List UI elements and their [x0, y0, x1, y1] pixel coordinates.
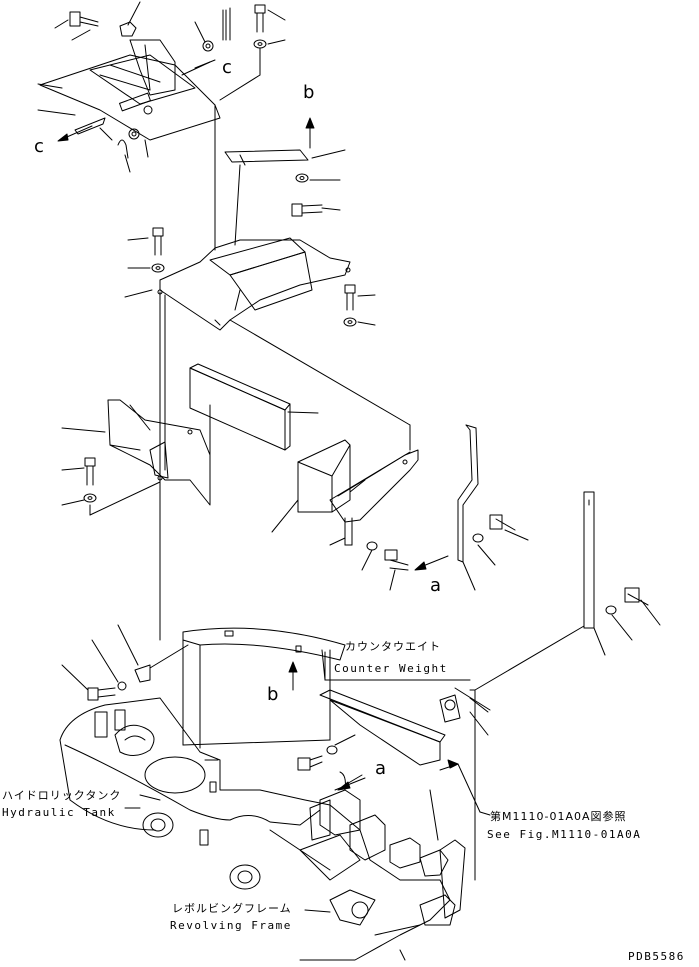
top-bolts [70, 5, 266, 158]
rod-upper [415, 425, 528, 590]
see-fig-label-jp: 第M1110-01A0A図参照 [490, 810, 627, 823]
angle-bracket [330, 450, 418, 590]
view-label-c-left: c [34, 136, 44, 157]
view-label-b-bottom: b [267, 684, 279, 705]
counterweight-body [183, 628, 345, 748]
rod-lower [475, 492, 660, 690]
label-leaders [125, 652, 490, 912]
view-label-b-top: b [303, 82, 315, 103]
revolving-frame-label-jp: レボルビングフレーム [172, 902, 292, 915]
see-fig-label-en: See Fig.M1110-01A0A [487, 828, 642, 841]
view-label-c-right: c [222, 57, 232, 78]
pad-large [190, 364, 318, 450]
hydraulic-tank-label-en: Hydraulic Tank [2, 806, 116, 819]
drawing-code: PDB5586 [628, 950, 685, 963]
hydraulic-tank-label-jp: ハイドロリックタンク [2, 789, 122, 802]
top-bracket-plate [40, 40, 220, 140]
lower-fasteners [62, 625, 365, 790]
pad-small [272, 440, 350, 532]
top-leader-lines [38, 2, 285, 250]
revolving-frame-label-en: Revolving Frame [170, 919, 292, 932]
view-label-a-bottom: a [375, 758, 387, 779]
middle-cover-plate [125, 228, 410, 640]
left-vertical-cover [62, 400, 210, 515]
view-label-a-mid: a [430, 575, 442, 596]
counter-weight-label-en: Counter Weight [334, 662, 448, 675]
strip-part-b [225, 118, 345, 245]
frame-body [60, 698, 465, 960]
counter-weight-label-jp: カウンタウエイト [345, 640, 441, 653]
upper-plate-lower [320, 688, 490, 812]
